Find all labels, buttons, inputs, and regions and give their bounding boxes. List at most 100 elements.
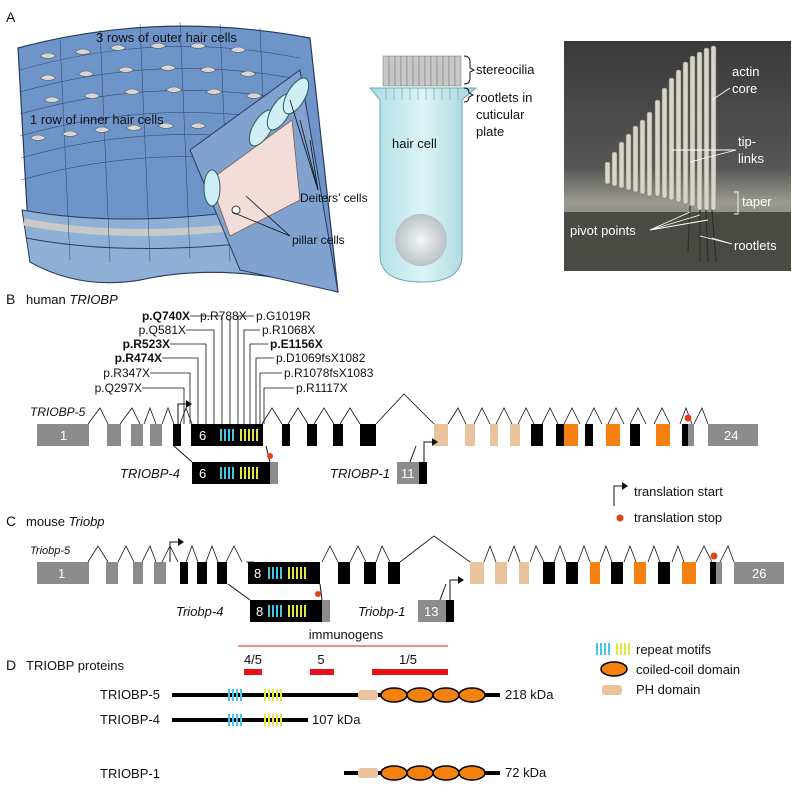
human-exon-1: 1 (60, 428, 67, 443)
human-isoform1-label: TRIOBP-1 (330, 466, 390, 481)
pillar-cells-label: pillar cells (292, 233, 345, 247)
human-isoform1-exon-11: 11 (401, 466, 415, 481)
protein-size-5: 218 kDa (505, 687, 554, 702)
immunogen-bar-1-5 (372, 669, 448, 675)
mutation-label: p.D1069fsX1082 (276, 351, 366, 365)
rootlets-label-1: rootlets in (476, 90, 532, 105)
hair-cell-illustration (368, 55, 478, 283)
human-exon-24: 24 (724, 428, 738, 443)
protein-name-5: TRIOBP-5 (100, 687, 160, 702)
immunogen-label-4-5: 4/5 (244, 652, 262, 667)
mouse-isoform1-transcript (418, 576, 464, 622)
stereocilia-label: stereocilia (476, 62, 535, 77)
mutation-label: p.G1019R (256, 309, 311, 323)
protein-name-1: TRIOBP-1 (100, 766, 160, 781)
legend-coiled-label: coiled-coil domain (636, 662, 740, 677)
human-exon-6: 6 (199, 428, 206, 443)
panel-c-title-plain: mouse (26, 514, 69, 529)
inner-hair-cells-label: 1 row of inner hair cells (30, 112, 164, 127)
mouse-exon-8: 8 (254, 566, 261, 581)
mutation-label: p.R1068X (262, 323, 315, 337)
rootlets-bracket (463, 87, 475, 103)
human-isoform4-exon-6: 6 (199, 466, 206, 481)
mouse-isoform4-transcript (227, 583, 330, 622)
repeat-motif-yellow-swatch (614, 643, 630, 655)
rootlets-sem-label: rootlets (734, 238, 777, 253)
human-gene-introns (87, 393, 709, 425)
human-isoform1-transcript (397, 438, 438, 484)
tip-links-label-1: tip- (738, 134, 756, 149)
immunogen-label-1-5: 1/5 (399, 652, 417, 667)
cochlea-illustration (17, 21, 339, 293)
mouse-isoform4-exon-8: 8 (256, 604, 263, 619)
arrow-head (186, 400, 192, 408)
legend-ph-label: PH domain (636, 682, 700, 697)
ph-domain-swatch (602, 685, 622, 695)
deiters-cells-label: Deiters’ cells (300, 191, 368, 205)
mutation-label: p.Q740X (142, 309, 190, 323)
outer-hair-cells-label: 3 rows of outer hair cells (96, 30, 237, 45)
human-isoform5-start-arrow (177, 403, 188, 424)
mutation-labels-left: p.Q740X p.Q581X p.R523X p.R474X p.R347X … (95, 309, 190, 395)
protein-size-1: 72 kDa (505, 765, 547, 780)
translation-start-label: translation start (634, 484, 723, 499)
domain-legend (596, 643, 630, 695)
panel-c-title: mouse Triobp (26, 514, 105, 529)
immunogen-bar-4-5 (244, 669, 262, 675)
mutation-label: p.Q297X (95, 381, 142, 395)
mutation-labels-right: p.R788X p.G1019R p.R1068X p.E1156X p.D10… (200, 309, 374, 395)
cochlea-leaders (231, 99, 319, 237)
panel-b-title: human TRIOBP (26, 292, 118, 307)
mutation-label: p.R347X (103, 366, 150, 380)
translation-legend (613, 482, 628, 522)
protein-size-4: 107 kDa (312, 712, 361, 727)
mutation-label: p.Q581X (139, 323, 186, 337)
panel-b-letter: B (6, 291, 15, 307)
mutation-label: p.E1156X (270, 337, 323, 351)
panel-c-letter: C (6, 513, 16, 529)
protein-triobp-5 (172, 687, 500, 703)
human-isoform5-label: TRIOBP-5 (30, 405, 86, 419)
mouse-isoform5-label: Triobp-5 (30, 545, 71, 557)
translation-stop-label: translation stop (634, 510, 722, 525)
translation-start-icon (613, 485, 624, 506)
mutation-label: p.R474X (115, 351, 162, 365)
mouse-isoform4-label: Triobp-4 (176, 604, 223, 619)
panel-b-title-plain: human (26, 292, 69, 307)
tip-links-label-2: links (738, 151, 765, 166)
mouse-gene-introns (87, 535, 735, 563)
mutation-label: p.R788X (200, 309, 247, 323)
mouse-exon-26: 26 (752, 566, 766, 581)
hair-cell-label: hair cell (392, 136, 437, 151)
translation-stop-icon (616, 514, 624, 522)
mutation-label: p.R1117X (296, 381, 348, 395)
human-isoform4-transcript (173, 445, 278, 484)
protein-name-4: TRIOBP-4 (100, 712, 160, 727)
arrow-head (178, 538, 184, 546)
mouse-isoform1-label: Triobp-1 (358, 604, 405, 619)
taper-label: taper (742, 194, 772, 209)
repeat-motif-cyan-swatch (596, 643, 610, 655)
immunogen-label-5: 5 (317, 652, 324, 667)
legend-repeat-label: repeat motifs (636, 642, 712, 657)
stereocilia-bracket (463, 55, 476, 85)
panel-c-title-gene: Triobp (69, 514, 105, 529)
immunogen-bar-5 (310, 669, 334, 675)
mouse-isoform1-exon-13: 13 (424, 604, 438, 619)
panel-d-letter: D (6, 657, 16, 673)
panel-b-title-gene: TRIOBP (69, 292, 118, 307)
human-isoform5-exons (37, 414, 758, 446)
rootlets-label-3: plate (476, 124, 504, 139)
actin-label-1: actin (732, 64, 759, 79)
mutation-label: p.R1078fsX1083 (284, 366, 374, 380)
panel-a-letter: A (6, 9, 16, 25)
mouse-isoform5-start-arrow (169, 541, 180, 562)
rootlets-label-2: cuticular (476, 107, 525, 122)
protein-triobp-4 (172, 714, 308, 726)
panel-d-title: TRIOBP proteins (26, 658, 125, 673)
actin-label-2: core (732, 81, 757, 96)
pivot-points-label: pivot points (570, 223, 636, 238)
protein-triobp-1 (344, 765, 500, 781)
micrograph-leaders (649, 87, 739, 245)
mutation-label: p.R523X (123, 337, 170, 351)
